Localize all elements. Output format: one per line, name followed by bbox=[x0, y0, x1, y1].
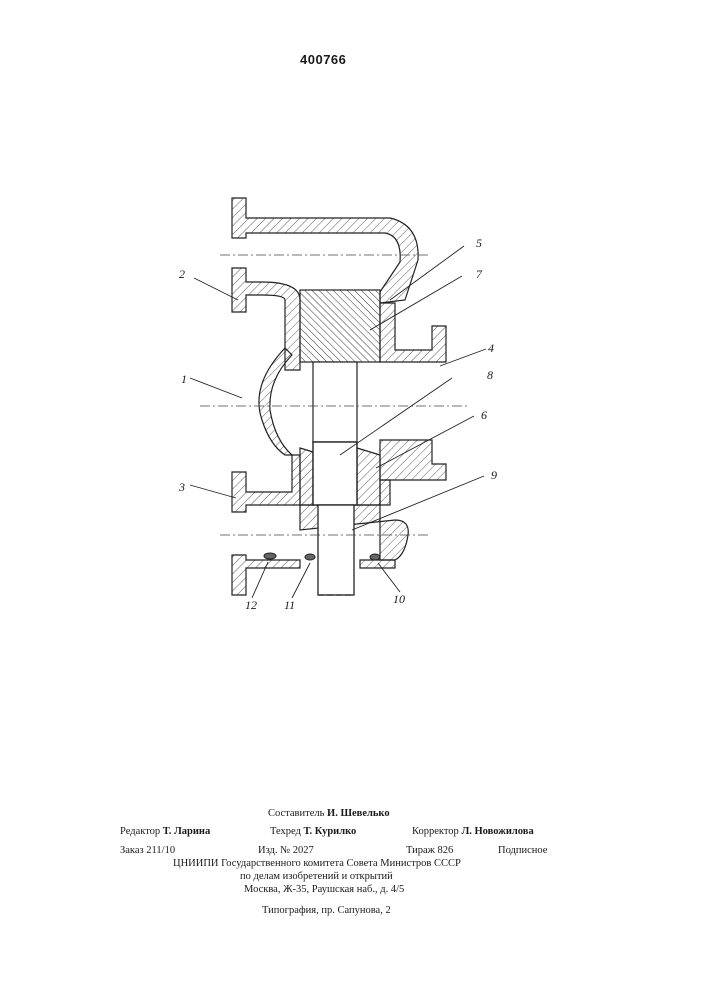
corrector-line: Корректор Л. Новожилова bbox=[412, 826, 534, 837]
techred-name: Т. Курилко bbox=[304, 826, 357, 837]
composer-role: Составитель bbox=[268, 808, 324, 819]
techred-line: Техред Т. Курилко bbox=[270, 826, 356, 837]
subscription: Подписное bbox=[498, 845, 547, 856]
label-11: 11 bbox=[284, 598, 295, 612]
editor-name: Т. Ларина bbox=[163, 826, 210, 837]
composer-name: И. Шевелько bbox=[327, 808, 390, 819]
label-7: 7 bbox=[476, 267, 483, 281]
composer-line: Составитель И. Шевелько bbox=[268, 808, 390, 819]
label-3: 3 bbox=[178, 480, 185, 494]
label-8: 8 bbox=[487, 368, 493, 382]
stem bbox=[318, 505, 354, 595]
threaded-nut bbox=[300, 290, 380, 442]
order-number: Заказ 211/10 bbox=[120, 845, 175, 856]
label-6: 6 bbox=[481, 408, 487, 422]
edition-number: Изд. № 2027 bbox=[258, 845, 314, 856]
printer-line: Типография, пр. Сапунова, 2 bbox=[262, 905, 391, 916]
org-line-3: Москва, Ж-35, Раушская наб., д. 4/5 bbox=[244, 884, 404, 895]
label-2: 2 bbox=[179, 267, 185, 281]
circulation: Тираж 826 bbox=[406, 845, 453, 856]
org-line-2: по делам изобретений и открытий bbox=[240, 871, 393, 882]
editor-line: Редактор Т. Ларина bbox=[120, 826, 210, 837]
label-1: 1 bbox=[181, 372, 187, 386]
label-4: 4 bbox=[488, 341, 494, 355]
label-9: 9 bbox=[491, 468, 497, 482]
label-10: 10 bbox=[393, 592, 405, 606]
corrector-name: Л. Новожилова bbox=[461, 826, 533, 837]
label-12: 12 bbox=[245, 598, 257, 612]
editor-role: Редактор bbox=[120, 826, 160, 837]
techred-role: Техред bbox=[270, 826, 301, 837]
corrector-role: Корректор bbox=[412, 826, 459, 837]
org-line-1: ЦНИИПИ Государственного комитета Совета … bbox=[173, 858, 461, 869]
label-5: 5 bbox=[476, 236, 482, 250]
sleeve bbox=[313, 442, 357, 505]
